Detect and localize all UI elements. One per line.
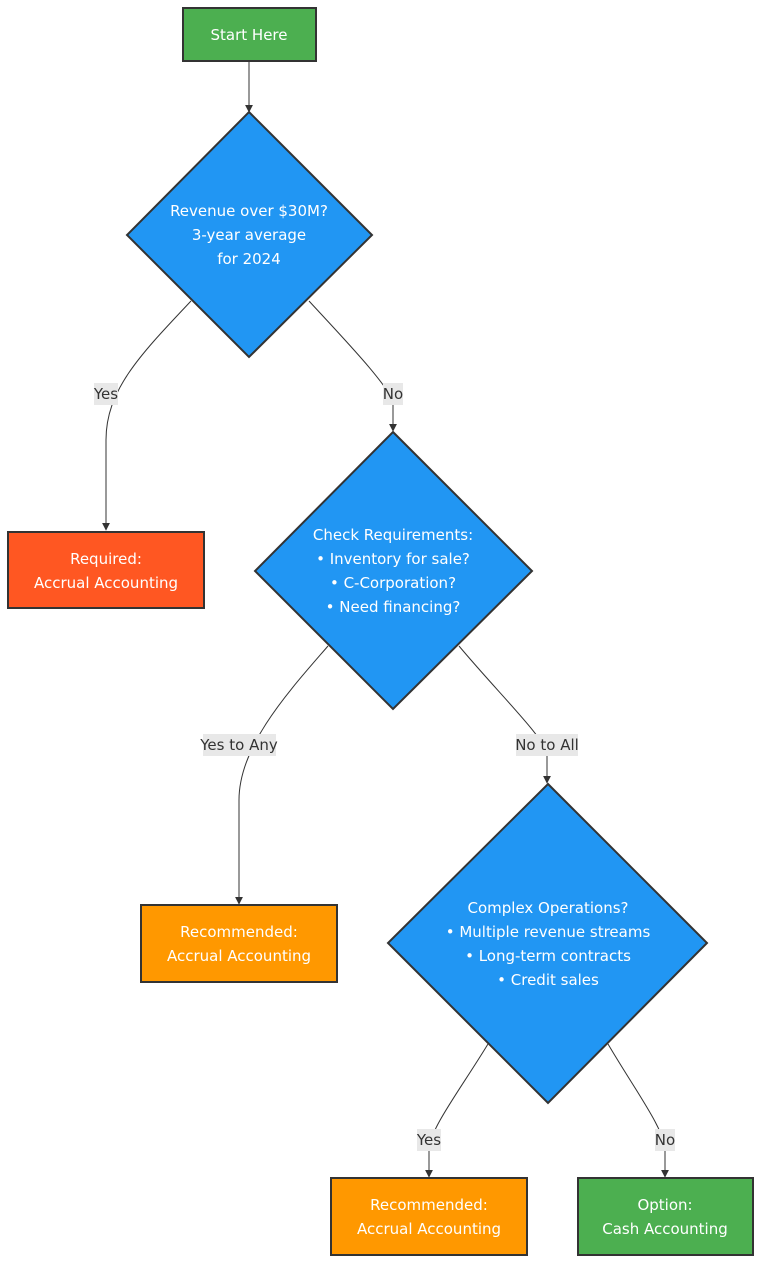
edge-label-complex-yes: Yes	[416, 1131, 441, 1149]
label-bg-revenue-yes	[94, 383, 118, 405]
node-recommended-complex-line1: Recommended:	[370, 1196, 488, 1214]
label-bg-check-no	[516, 734, 578, 756]
node-complex-line4: • Credit sales	[497, 971, 599, 989]
node-cash-line1: Option:	[637, 1196, 692, 1214]
node-complex-line2: • Multiple revenue streams	[446, 923, 651, 941]
node-recommended-any: Recommended: Accrual Accounting	[140, 904, 338, 983]
edge-label-revenue-yes: Yes	[93, 385, 118, 403]
node-complex-line1: Complex Operations?	[468, 899, 629, 917]
edge-label-complex-no: No	[655, 1131, 675, 1149]
label-bg-check-yes	[203, 734, 276, 756]
node-cash-option: Option: Cash Accounting	[577, 1177, 754, 1256]
edge-complex-no	[607, 1043, 669, 1178]
node-recommended-any-line1: Recommended:	[180, 923, 298, 941]
edge-label-revenue-no: No	[383, 385, 403, 403]
edge-label-check-yes: Yes to Any	[199, 736, 278, 754]
node-required: Required: Accrual Accounting	[7, 531, 205, 609]
node-recommended-complex-line2: Accrual Accounting	[357, 1220, 501, 1238]
edge-revenue-no	[308, 300, 397, 432]
edge-check-no	[458, 645, 551, 784]
node-revenue-decision: Revenue over $30M? 3-year average for 20…	[125, 110, 374, 359]
node-check-line3: • C-Corporation?	[330, 574, 456, 592]
node-required-line2: Accrual Accounting	[34, 574, 178, 592]
edge-label-check-no: No to All	[515, 736, 579, 754]
node-revenue-line1: Revenue over $30M?	[170, 202, 328, 220]
node-check-line1: Check Requirements:	[313, 526, 473, 544]
label-bg-complex-yes	[417, 1129, 441, 1151]
node-complex-decision: Complex Operations? • Multiple revenue s…	[386, 782, 709, 1105]
node-check-decision: Check Requirements: • Inventory for sale…	[253, 430, 534, 711]
node-start: Start Here	[182, 7, 317, 62]
edge-check-yes	[235, 645, 329, 905]
node-recommended-any-line2: Accrual Accounting	[167, 947, 311, 965]
edge-revenue-yes	[102, 300, 192, 531]
node-check-line2: • Inventory for sale?	[316, 550, 470, 568]
node-recommended-complex: Recommended: Accrual Accounting	[330, 1177, 528, 1256]
label-bg-complex-no	[655, 1129, 675, 1151]
node-complex-line3: • Long-term contracts	[465, 947, 631, 965]
node-revenue-line2: 3-year average	[192, 226, 306, 244]
node-check-line4: • Need financing?	[326, 598, 461, 616]
node-cash-line2: Cash Accounting	[602, 1220, 728, 1238]
node-required-line1: Required:	[70, 550, 142, 568]
node-revenue-line3: for 2024	[217, 250, 281, 268]
node-start-text: Start Here	[211, 26, 288, 44]
label-bg-revenue-no	[383, 383, 403, 405]
edge-complex-yes	[425, 1043, 489, 1178]
